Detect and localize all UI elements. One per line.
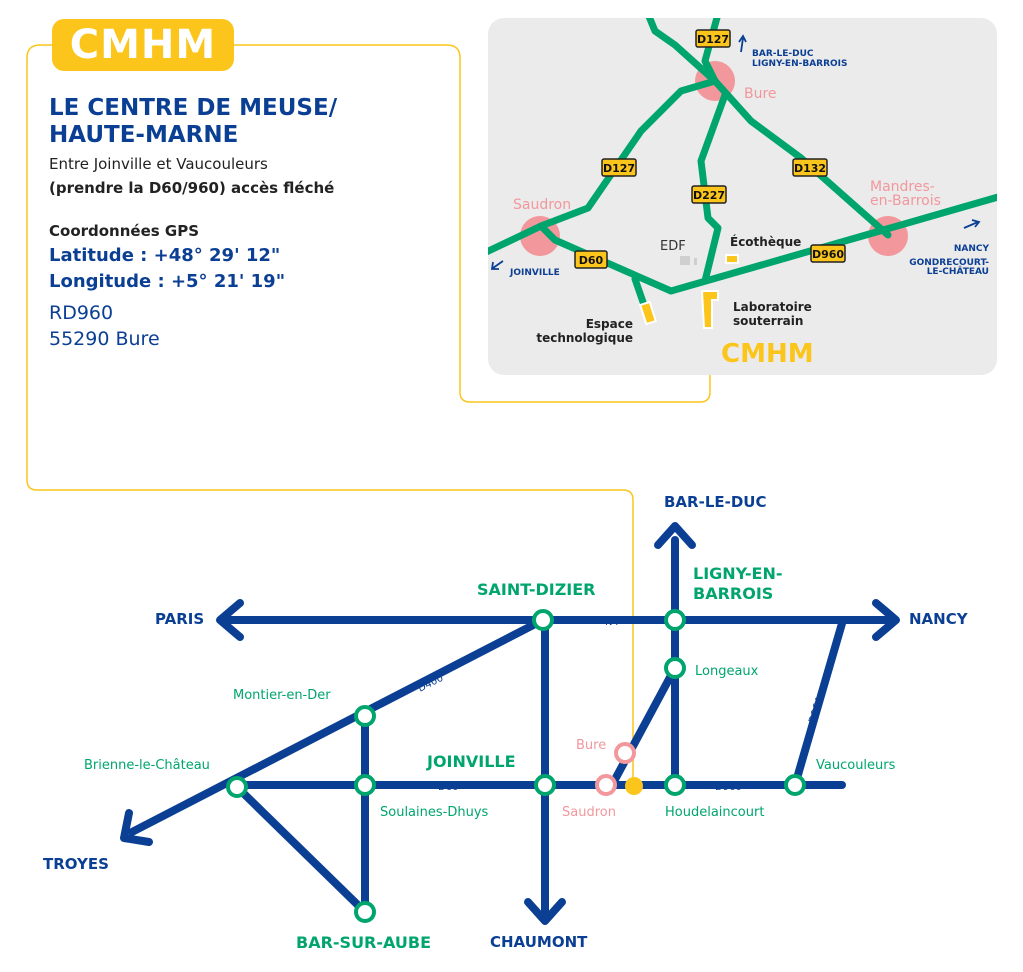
node-longeaux[interactable] [664,657,686,679]
directions-text: Entre Joinville et Vaucouleurs (prendre … [49,155,335,197]
node-houdelaincourt[interactable] [664,774,686,796]
road-espace [631,275,647,306]
road-label-d964: D964 [807,696,825,725]
road-badge-d960: D960 [810,244,846,263]
cmhm-logo: CMHM [52,19,234,71]
dest-paris: PARIS [155,610,204,628]
svg-text:souterrain: souterrain [733,314,803,328]
gps-coordinates: Latitude : +48° 29' 12" Longitude : +5° … [49,243,285,295]
address: RD960 55290 Bure [49,302,160,350]
town-label-mandres: Mandres- [870,179,935,195]
town-label-mandres: en-Barrois [870,193,941,209]
ecotheque-label: Écothèque [730,234,801,249]
node-soulaines[interactable] [354,774,376,796]
page-title: LE CENTRE DE MEUSE/ HAUTE-MARNE [49,95,338,148]
espace-label: Espace [586,317,633,331]
dest-nancy: NANCY [909,610,969,628]
node-bar-sur-aube[interactable] [354,901,376,923]
arrow-northeast-icon [963,219,981,229]
road-d60-d960 [488,191,997,295]
longitude: Longitude : +5° 21' 19" [49,271,286,292]
node-montier[interactable] [354,705,376,727]
arrow-north-icon [738,34,747,53]
svg-text:BARROIS: BARROIS [693,584,773,603]
arrow-paris-icon [216,599,244,641]
arrow-troyes-icon [120,809,153,846]
road-label-d960: D960 [715,782,742,793]
road-longeaux-saudron [608,664,679,789]
label-saint-dizier: SAINT-DIZIER [477,580,596,599]
svg-text:technologique: technologique [536,331,633,345]
svg-text:D227: D227 [693,189,725,202]
label-bar-sur-aube: BAR-SUR-AUBE [296,933,431,952]
road-badge-d127: D127 [695,29,731,48]
dest-chaumont: CHAUMONT [490,933,588,951]
svg-text:D60: D60 [579,254,604,267]
svg-text:BAR-LE-DUC: BAR-LE-DUC [752,49,814,59]
node-saint-dizier[interactable] [532,609,554,631]
svg-text:NANCY: NANCY [954,244,990,254]
espace-building [638,300,658,326]
edf-building [680,256,690,265]
label-ligny: LIGNY-EN- [693,564,783,583]
town-label-saudron: Saudron [513,197,571,213]
node-cmhm[interactable] [625,777,643,795]
svg-text:D132: D132 [794,162,826,175]
town-label-bure: Bure [744,86,777,102]
svg-text:Soulaines-Dhuys: Soulaines-Dhuys [380,805,489,820]
road-badge-d127: D127 [601,158,637,177]
node-bure[interactable] [614,742,636,764]
connector-line [230,44,711,403]
node-brienne[interactable] [226,776,248,798]
ecotheque-building [725,254,739,264]
laboratoire-building [700,290,719,329]
svg-text:LE-CHÂTEAU: LE-CHÂTEAU [927,265,989,277]
road-label-d60: D60 [438,782,458,793]
road-label-d520: D520 [540,689,551,716]
dest-bar-le-duc: BAR-LE-DUC [664,493,767,511]
edf-label: EDF [660,239,686,254]
road-badge-d227: D227 [691,185,727,204]
road-badge-d60: D60 [574,250,608,269]
node-ligny[interactable] [664,609,686,631]
regional-map[interactable]: PARIS NANCY BAR-LE-DUC TROYES CHAUMONT S… [43,493,969,952]
arrow-chaumont-icon [524,898,566,925]
cmhm-map-label: CMHM [721,339,814,369]
arrow-nancy-icon [872,599,900,641]
road-d227 [697,91,729,285]
svg-text:Montier-en-Der: Montier-en-Der [233,688,331,703]
gps-label: Coordonnées GPS [49,222,200,240]
node-saudron[interactable] [595,774,617,796]
road-d400 [128,616,547,836]
svg-text:D127: D127 [603,162,635,175]
node-vaucouleurs[interactable] [784,774,806,796]
connector-line [26,44,634,785]
svg-text:JOINVILLE: JOINVILLE [509,268,560,278]
road-d964 [791,616,847,789]
road-label-n4: N4 [605,617,619,628]
svg-text:Houdelaincourt: Houdelaincourt [665,805,764,820]
svg-text:GONDRECOURT-: GONDRECOURT- [909,258,989,268]
dest-troyes: TROYES [43,855,109,873]
svg-text:Brienne-le-Château: Brienne-le-Château [84,758,210,773]
svg-text:Vaucouleurs: Vaucouleurs [816,758,896,773]
node-joinville[interactable] [534,774,556,796]
local-map[interactable]: D127 D127 D227 D132 D60 D960 Bure Saudro… [480,14,1005,375]
svg-text:Longeaux: Longeaux [695,664,759,679]
arrow-southwest-icon [490,260,504,270]
svg-text:D127: D127 [697,33,729,46]
svg-text:Saudron: Saudron [562,805,616,820]
road-brienne-bar-sur-aube [233,783,369,916]
road-d127-west [537,77,719,230]
svg-text:LIGNY-EN-BARROIS: LIGNY-EN-BARROIS [752,59,848,69]
svg-text:Bure: Bure [576,738,606,753]
laboratoire-label: Laboratoire [733,300,812,314]
svg-text:D960: D960 [812,248,844,261]
arrow-bar-le-duc-icon [654,522,696,549]
label-joinville: JOINVILLE [426,752,516,771]
latitude: Latitude : +48° 29' 12" [49,245,281,266]
road-badge-d132: D132 [792,158,828,177]
